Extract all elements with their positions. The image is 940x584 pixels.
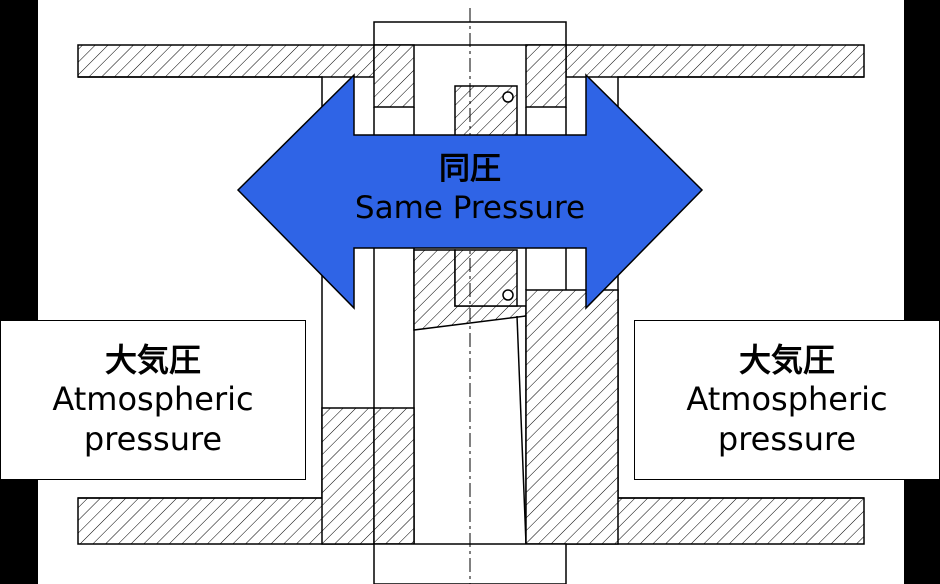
lower-piston-inner — [454, 249, 518, 307]
left-chamber-wall — [78, 76, 323, 499]
right-atmospheric-label: 大気圧 Atmospheric pressure — [634, 320, 940, 480]
same-pressure-jp: 同圧 — [439, 151, 501, 187]
lower-left-column — [373, 407, 415, 545]
same-pressure-label: 同圧 Same Pressure — [330, 150, 610, 228]
upper-left-block — [373, 44, 415, 108]
lower-left-block — [321, 407, 375, 545]
left-label-jp: 大気圧 — [104, 341, 201, 380]
top-right-plate — [565, 44, 865, 78]
double-arrow — [236, 73, 704, 310]
left-atmospheric-label: 大気圧 Atmospheric pressure — [0, 320, 306, 480]
right-chamber-wall — [617, 76, 864, 499]
right-label-jp: 大気圧 — [738, 341, 835, 380]
upper-right-block — [525, 44, 567, 108]
right-label-en-line1: Atmospheric — [686, 380, 888, 419]
lower-right-column — [525, 289, 619, 545]
left-label-en-line1: Atmospheric — [52, 380, 254, 419]
left-label-en-line2: pressure — [83, 419, 223, 458]
same-pressure-en: Same Pressure — [354, 189, 586, 226]
right-label-en-line2: pressure — [717, 419, 857, 458]
top-left-plate — [77, 44, 375, 78]
